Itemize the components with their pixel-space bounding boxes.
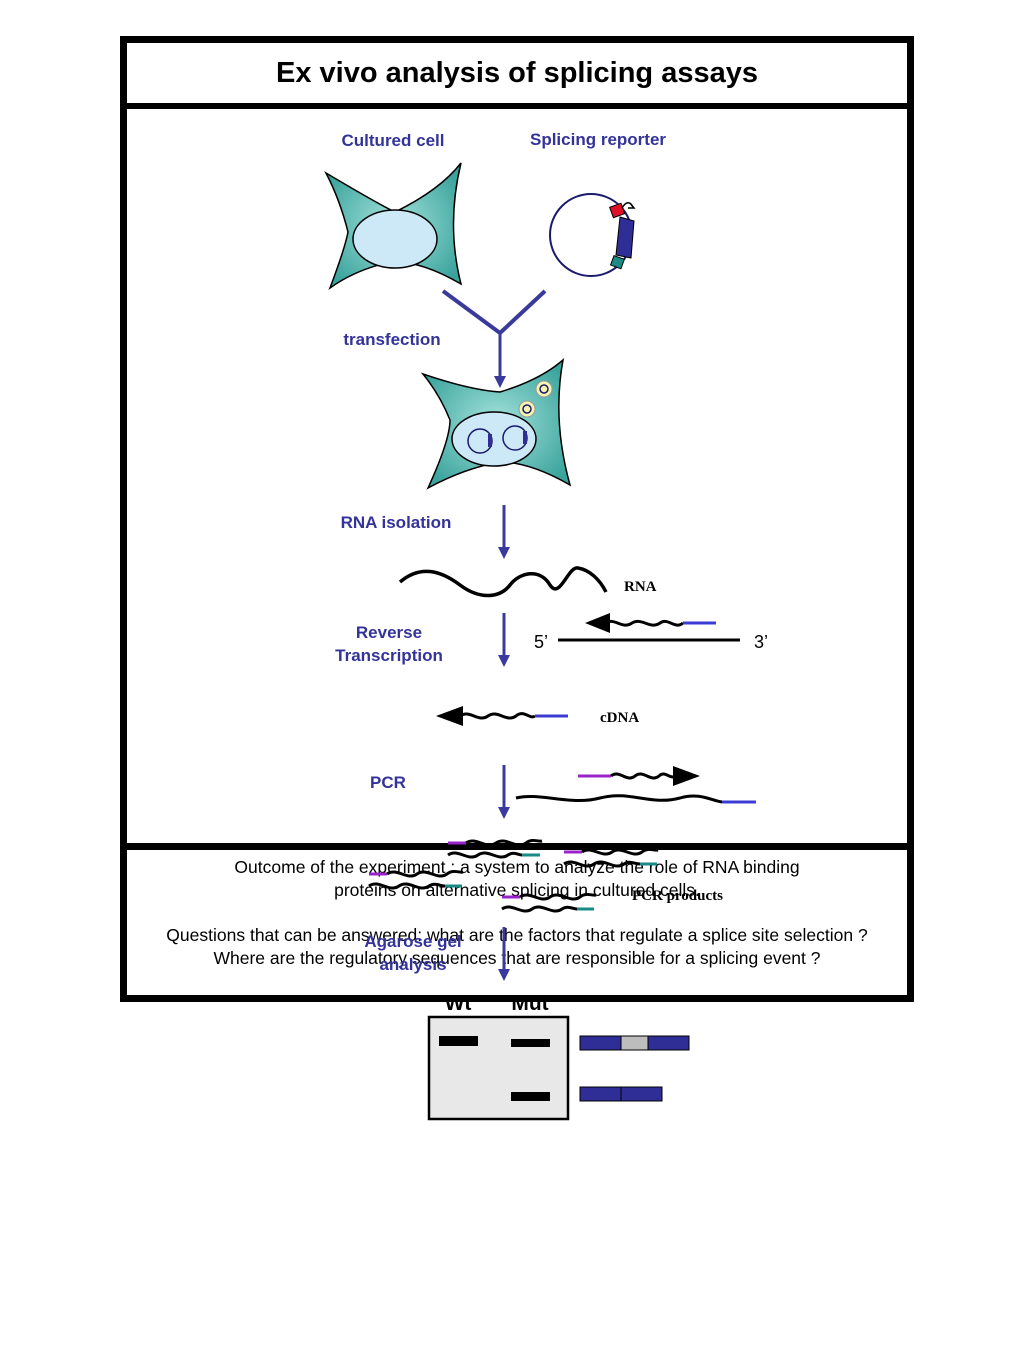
reverse-label-line2: Transcription — [335, 646, 443, 665]
three-prime-label: 3’ — [754, 632, 768, 652]
gel-band-mut-upper — [511, 1039, 550, 1047]
transfection-label: transfection — [343, 330, 440, 349]
isoform-skipping — [579, 1086, 663, 1102]
gel-band-wt-upper — [439, 1036, 478, 1046]
five-prime-label: 5’ — [534, 632, 548, 652]
reverse-label-line1: Reverse — [356, 623, 422, 642]
page-title: Ex vivo analysis of splicing assays — [276, 56, 758, 89]
cultured-cell-label: Cultured cell — [342, 131, 445, 150]
lane-label-wt: Wt — [445, 992, 472, 1015]
cultured-cell-icon — [324, 162, 463, 291]
reverse-transcription-arrow — [498, 613, 510, 667]
rna-strand — [398, 566, 608, 598]
questions-line-1: Questions that can be answered: what are… — [166, 925, 868, 945]
transfection-arrow — [441, 289, 547, 388]
gel-box — [427, 1015, 570, 1121]
lane-label-mut: Mut — [511, 992, 548, 1015]
diagram-frame: Ex vivo analysis of splicing assays Outc… — [120, 36, 914, 1002]
pcr-product-1 — [447, 838, 543, 859]
cdna-strand — [436, 706, 568, 726]
gel-band-mut-lower — [511, 1092, 550, 1101]
pcr-arrow — [498, 765, 510, 819]
pcr-label: PCR — [370, 773, 406, 792]
questions-line-2: Where are the regulatory sequences that … — [213, 948, 821, 968]
rna-label: RNA — [624, 579, 657, 595]
pcr-product-4 — [501, 892, 597, 913]
title-bar: Ex vivo analysis of splicing assays — [127, 43, 907, 109]
pcr-product-2 — [563, 847, 659, 868]
pcr-product-3 — [368, 869, 464, 890]
pcr-template — [515, 794, 756, 804]
splicing-reporter-label: Splicing reporter — [530, 130, 666, 149]
rt-primer — [585, 613, 716, 633]
footer-panel: Outcome of the experiment : a system to … — [127, 843, 907, 995]
pcr-products-label: PCR products — [632, 888, 723, 904]
plasmid-icon — [549, 193, 636, 277]
agarose-label-line2: analysis — [379, 955, 446, 974]
isoform-inclusion — [579, 1035, 690, 1051]
agarose-arrow — [498, 927, 510, 981]
pcr-forward-primer — [578, 766, 700, 786]
rna-isolation-label: RNA isolation — [341, 513, 452, 532]
rna-isolation-arrow — [498, 505, 510, 559]
outcome-line-2: proteins on alternative splicing in cult… — [334, 880, 700, 900]
transfected-cell-icon — [420, 358, 572, 490]
cdna-label: cDNA — [600, 710, 639, 726]
agarose-label-line1: Agarose gel — [364, 932, 461, 951]
outcome-line-1: Outcome of the experiment : a system to … — [234, 857, 800, 877]
